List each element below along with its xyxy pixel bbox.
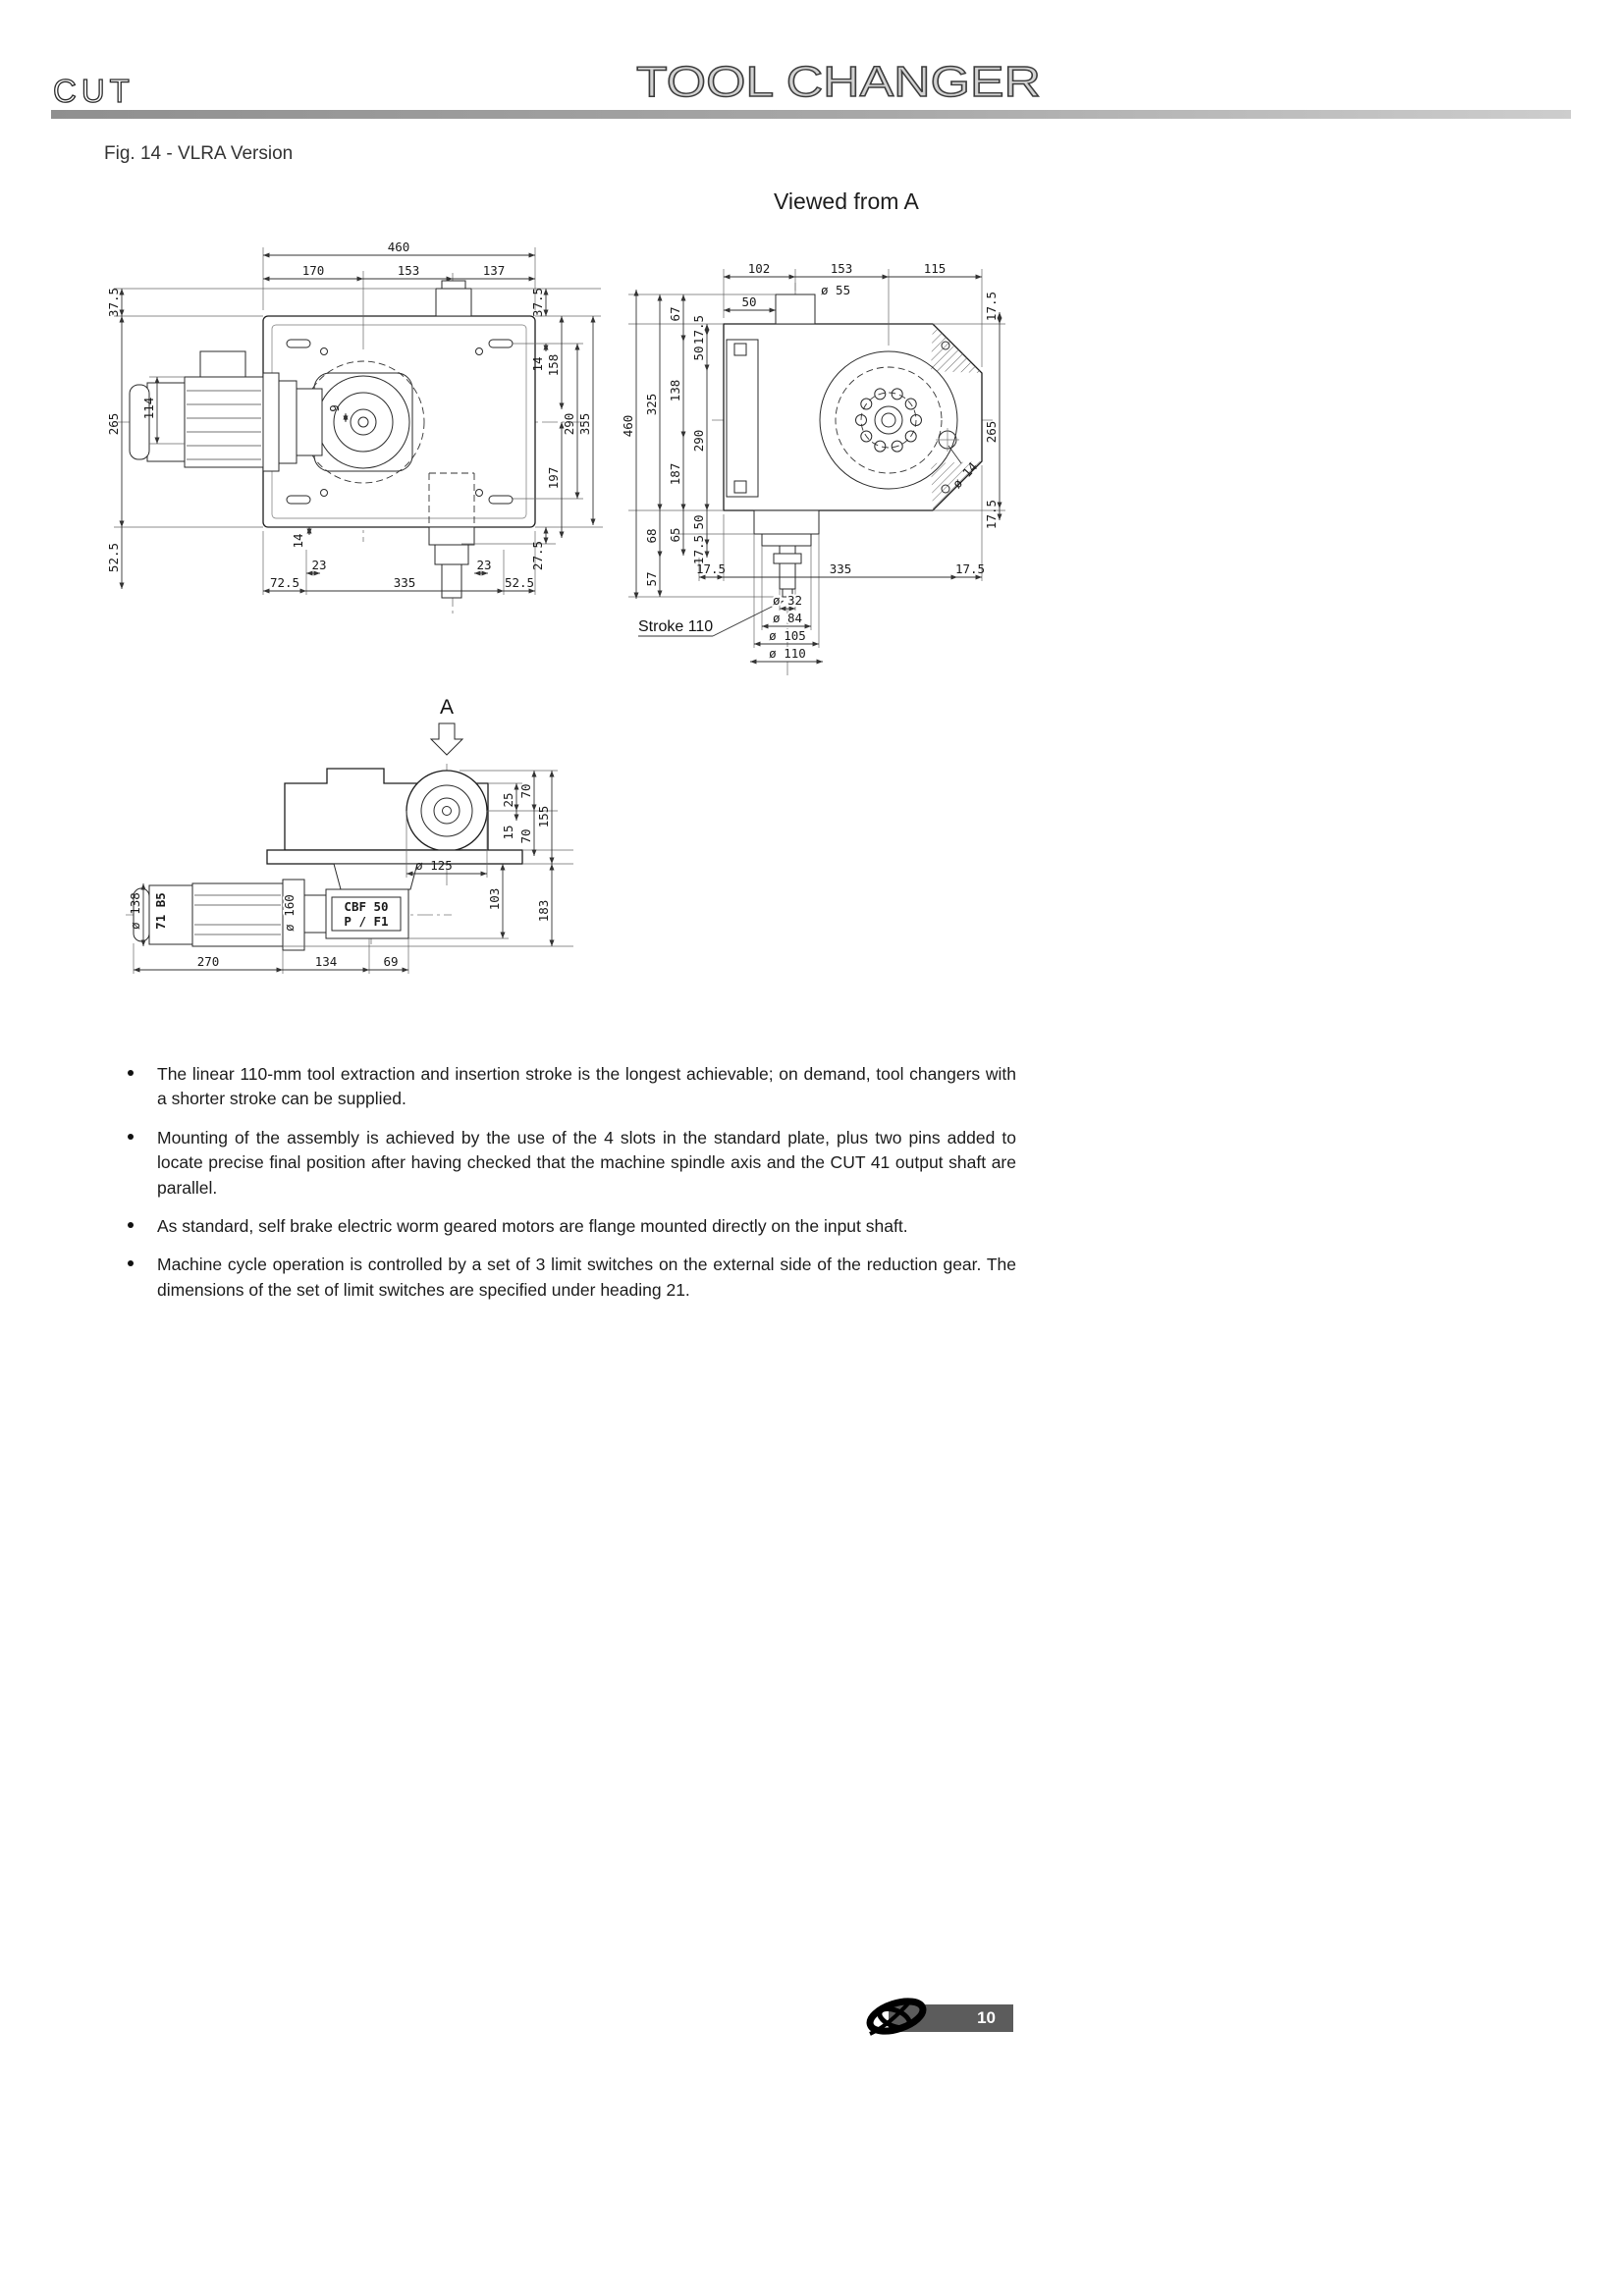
dim-label: 17.5	[696, 561, 726, 576]
dim-label: 114	[141, 398, 156, 420]
dim-label: ø 55	[821, 283, 850, 297]
note-text: Machine cycle operation is controlled by…	[157, 1255, 1016, 1300]
bullet-icon	[128, 1253, 157, 1303]
dim-label: 335	[394, 575, 416, 590]
dim-label: 138	[668, 380, 682, 402]
bullet-icon	[128, 1126, 157, 1201]
dim-label: 14	[291, 533, 305, 548]
section-arrow-icon	[429, 722, 464, 756]
bottom-view-drawing: A	[126, 696, 573, 974]
dim-label: 325	[644, 394, 659, 416]
dim-label: 170	[302, 263, 325, 278]
dim-label: 183	[536, 900, 551, 923]
dim-label: ø 84	[773, 611, 802, 625]
dim-label: 68	[644, 528, 659, 543]
motor-type-label: P / F1	[344, 914, 388, 929]
motor-type-label: CBF 50	[344, 899, 388, 914]
dim-label: 25	[501, 792, 515, 807]
stroke-label: Stroke 110	[638, 618, 713, 635]
dim-label: 17.5	[955, 561, 985, 576]
dim-label: 290	[691, 430, 706, 453]
dim-label: 17.5	[691, 315, 706, 345]
viewed-from-label: Viewed from A	[774, 188, 919, 214]
dim-label: 50	[691, 514, 706, 529]
page-title-text: TOOL CHANGER	[636, 58, 1041, 106]
dim-label: 23	[476, 558, 491, 572]
dim-label: 23	[311, 558, 326, 572]
dim-label: 65	[668, 527, 682, 542]
dim-label: 57	[644, 571, 659, 586]
section-a-label: A	[440, 696, 454, 719]
note-text: As standard, self brake electric worm ge…	[157, 1215, 908, 1236]
dim-label: 197	[546, 467, 561, 490]
dim-label: 50	[741, 294, 756, 309]
dim-label: 265	[106, 413, 121, 436]
dim-label: ø 32	[773, 593, 802, 608]
brand-logo: CUT	[52, 72, 135, 109]
dim-label: 137	[483, 263, 506, 278]
bullet-icon	[128, 1062, 157, 1112]
side-view-drawing: 102 153 115 ø 55 50 67 17.5 50 138 325 4…	[621, 261, 1005, 675]
list-item: The linear 110-mm tool extraction and in…	[128, 1062, 1016, 1112]
dim-label: ø 125	[415, 858, 453, 873]
figure-caption: Fig. 14 - VLRA Version	[104, 143, 294, 164]
dim-label: 37.5	[106, 288, 121, 317]
notes-list: The linear 110-mm tool extraction and in…	[128, 1062, 1016, 1316]
list-item: Machine cycle operation is controlled by…	[128, 1253, 1016, 1303]
page-number: 10	[977, 2008, 996, 2027]
header-rule	[51, 110, 1571, 119]
dim-label: 335	[830, 561, 852, 576]
dim-label: 71 B5	[153, 892, 168, 930]
dim-label: ø 110	[769, 646, 806, 661]
dim-label: 14	[530, 356, 545, 371]
dim-label: ø 160	[282, 894, 297, 932]
dim-label: 17.5	[691, 535, 706, 564]
dim-label: 67	[668, 306, 682, 321]
dim-label: ø 105	[769, 628, 806, 643]
dim-label: 265	[984, 421, 999, 444]
dim-label: 355	[577, 413, 592, 436]
dim-label: 270	[197, 954, 220, 969]
dim-label: 153	[398, 263, 420, 278]
technical-drawings: 460 170 153 137 37.5 114 265 52.5 14 9 2…	[106, 240, 1005, 974]
dim-label: 102	[748, 261, 771, 276]
note-text: Mounting of the assembly is achieved by …	[157, 1127, 1016, 1198]
dim-label: 153	[831, 261, 853, 276]
dim-label: 158	[546, 354, 561, 377]
note-text: The linear 110-mm tool extraction and in…	[157, 1064, 1016, 1109]
brand-text: CUT	[53, 73, 135, 109]
dim-label: 187	[668, 463, 682, 486]
dim-label: 103	[487, 888, 502, 911]
dim-label: 9	[327, 404, 342, 412]
dim-label: 50	[691, 346, 706, 360]
dim-label: 17.5	[984, 292, 999, 321]
dim-label: 460	[388, 240, 410, 254]
dim-label: 155	[536, 806, 551, 828]
dim-label: 115	[924, 261, 947, 276]
dim-label: 290	[562, 413, 576, 436]
dim-label: 15	[501, 825, 515, 839]
bullet-icon	[128, 1214, 157, 1239]
footer-logo-icon	[866, 1998, 927, 2036]
list-item: As standard, self brake electric worm ge…	[128, 1214, 1016, 1239]
dim-label: 52.5	[505, 575, 534, 590]
dim-label: 69	[383, 954, 398, 969]
dim-label: 72.5	[270, 575, 299, 590]
dim-label: 52.5	[106, 543, 121, 572]
dim-label: 37.5	[530, 288, 545, 317]
front-view-drawing: 460 170 153 137 37.5 114 265 52.5 14 9 2…	[106, 240, 603, 614]
page-title: TOOL CHANGER	[635, 57, 1041, 106]
dim-label: 134	[315, 954, 338, 969]
dim-label: 27.5	[530, 541, 545, 570]
dim-label: 70	[518, 783, 533, 798]
list-item: Mounting of the assembly is achieved by …	[128, 1126, 1016, 1201]
dim-label: ø 138	[128, 892, 142, 930]
dim-label: 460	[621, 415, 635, 438]
dim-label: 17.5	[984, 500, 999, 529]
dim-label: 70	[518, 828, 533, 843]
